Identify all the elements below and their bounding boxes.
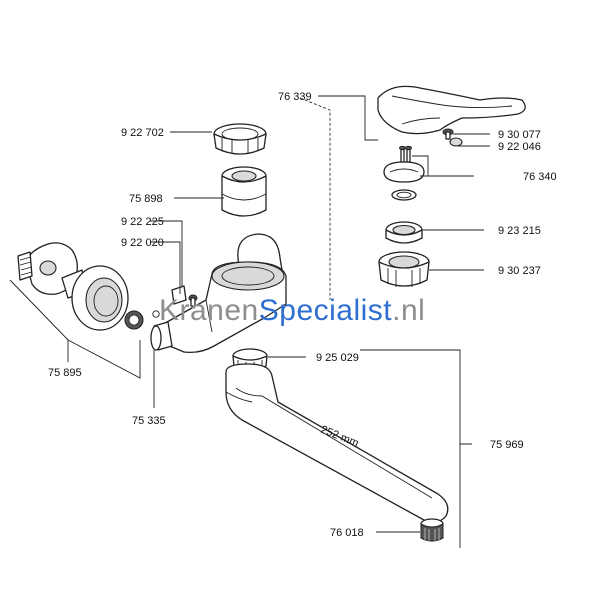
label-75335: 75 335 xyxy=(132,415,166,427)
part-small-screw xyxy=(442,128,454,140)
part-outlet-aerator xyxy=(420,518,444,542)
part-swivel-spout xyxy=(225,363,449,523)
label-922046: 9 22 046 xyxy=(498,141,541,153)
part-cartridge-nut xyxy=(378,251,430,287)
part-cap-insert xyxy=(449,137,463,147)
label-922225: 9 22 225 xyxy=(121,216,164,228)
label-76339: 76 339 xyxy=(278,91,312,103)
watermark-part-1: Kranen xyxy=(159,294,259,327)
part-aerator-insert xyxy=(221,166,267,217)
label-930237: 9 30 237 xyxy=(498,265,541,277)
label-76018: 76 018 xyxy=(330,527,364,539)
label-922702: 9 22 702 xyxy=(121,127,164,139)
watermark: KranenSpecialist.nl xyxy=(159,294,425,327)
part-labels: 76 339 9 22 702 75 898 9 22 225 9 22 020… xyxy=(48,91,557,539)
part-mixer-body xyxy=(150,233,287,354)
label-76340: 76 340 xyxy=(523,171,557,183)
part-cartridge-ring xyxy=(385,221,423,244)
leader-lines xyxy=(9,95,490,548)
part-pins xyxy=(171,285,198,307)
part-wall-rosette xyxy=(71,265,129,331)
label-75969: 75 969 xyxy=(490,439,524,451)
label-75898: 75 898 xyxy=(129,193,163,205)
label-922020: 9 22 020 xyxy=(121,237,164,249)
part-aerator-ring xyxy=(213,123,267,155)
label-925029: 9 25 029 xyxy=(316,352,359,364)
part-seal-washer xyxy=(124,310,144,330)
watermark-part-2: Specialist xyxy=(259,294,393,327)
connection-marker xyxy=(152,310,160,318)
assembly-axis-dashed xyxy=(299,97,331,300)
part-lever-handle xyxy=(377,85,526,135)
label-930077: 9 30 077 xyxy=(498,129,541,141)
label-75895: 75 895 xyxy=(48,367,82,379)
watermark-part-3: .nl xyxy=(392,294,425,327)
label-923215: 9 23 215 xyxy=(498,225,541,237)
part-stop-disc xyxy=(383,145,425,201)
